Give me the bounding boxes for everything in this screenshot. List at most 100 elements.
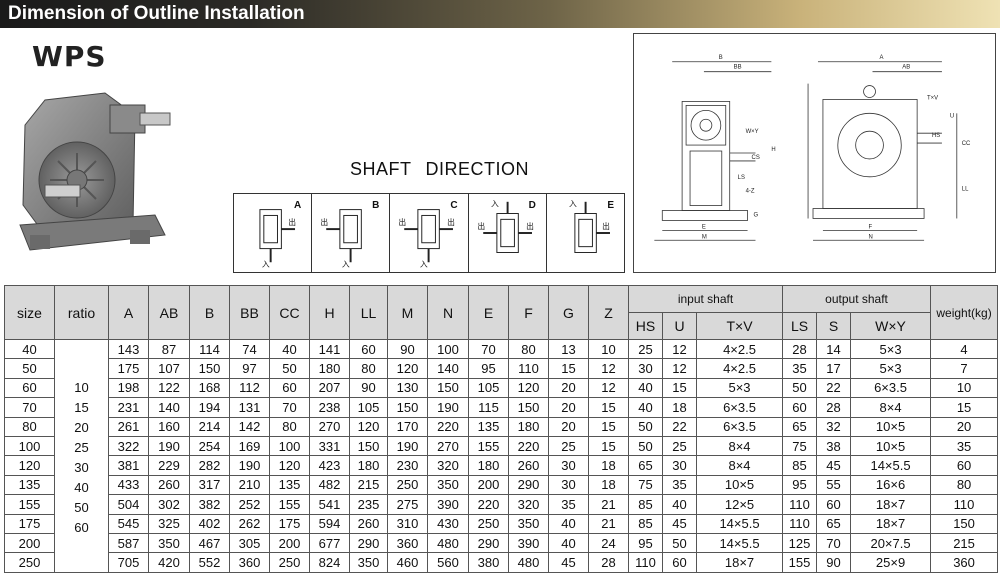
table-cell: 60 <box>782 397 818 418</box>
table-cell: 402 <box>189 513 230 534</box>
table-cell: 45 <box>662 513 697 534</box>
table-cell: 15 <box>588 435 629 457</box>
table-cell: 21 <box>588 513 629 534</box>
table-cell: 65 <box>782 416 818 437</box>
shaft-direction-a: A 出 入 <box>234 194 313 272</box>
table-cell: 360 <box>229 552 270 573</box>
shaft-direction-e: E 入 出 <box>547 194 624 272</box>
table-cell: 430 <box>427 513 469 534</box>
table-cell: 13 <box>548 338 589 360</box>
model-name: WPS <box>32 40 107 73</box>
table-cell: 320 <box>427 455 469 476</box>
table-cell: 70 <box>816 532 852 554</box>
col-TxV: T×V <box>695 312 784 340</box>
col-CC: CC <box>269 285 310 340</box>
table-cell: 40 <box>628 377 663 399</box>
table-cell: 194 <box>189 397 230 418</box>
table-cell: 4×2.5 <box>695 338 784 360</box>
table-cell: 110 <box>782 494 818 515</box>
table-cell: 15 <box>548 358 589 379</box>
table-cell: 80 <box>508 338 549 360</box>
table-cell: 85 <box>628 513 663 534</box>
table-cell: 115 <box>468 397 509 418</box>
ratio-value: 30 <box>74 459 89 475</box>
table-cell: 50 <box>628 416 663 437</box>
table-cell: 317 <box>189 474 230 496</box>
table-cell: 30 <box>548 455 589 476</box>
side-view <box>654 61 772 241</box>
table-cell: 175 <box>108 358 149 379</box>
table-cell: 30 <box>662 455 697 476</box>
out-label: 出 <box>399 217 407 227</box>
table-cell: 270 <box>427 435 469 457</box>
table-cell: 302 <box>148 494 190 515</box>
dim-CC: CC <box>962 141 971 147</box>
table-cell: 110 <box>628 552 663 573</box>
col-U: U <box>662 312 697 340</box>
dim-M: M <box>702 234 707 240</box>
table-cell: 8×4 <box>695 435 784 457</box>
table-cell: 60 <box>269 377 310 399</box>
table-cell: 180 <box>309 358 350 379</box>
table-cell: 25 <box>628 338 663 360</box>
table-cell: 12×5 <box>695 494 784 515</box>
table-cell: 80 <box>349 358 388 379</box>
table-cell: 380 <box>468 552 509 573</box>
table-cell: 10 <box>588 338 629 360</box>
col-M: M <box>387 285 428 340</box>
table-cell: 390 <box>508 532 549 554</box>
table-cell: 155 <box>4 494 55 515</box>
table-cell: 350 <box>427 474 469 496</box>
table-cell: 75 <box>782 435 818 457</box>
table-cell: 12 <box>662 338 697 360</box>
col-ratio: ratio <box>54 285 109 340</box>
col-output-shaft: output shaft <box>782 285 932 313</box>
table-cell: 5×3 <box>850 338 932 360</box>
table-cell: 250 <box>269 552 310 573</box>
table-cell: 824 <box>309 552 350 573</box>
shaft-direction-b: B 出 入 <box>312 194 391 272</box>
col-S: S <box>816 312 852 340</box>
table-cell: 16×6 <box>850 474 932 496</box>
table-cell: 120 <box>387 358 428 379</box>
table-cell: 25 <box>548 435 589 457</box>
table-cell: 8×4 <box>850 397 932 418</box>
table-cell: 170 <box>387 416 428 437</box>
shaft-direction-diagrams: A 出 入 B 出 入 C 出 出 入 <box>233 193 625 273</box>
table-cell: 18 <box>588 455 629 476</box>
table-cell: 74 <box>229 338 270 360</box>
table-cell: 4 <box>930 338 999 360</box>
in-label: 入 <box>262 260 270 269</box>
table-cell: 260 <box>349 513 388 534</box>
col-LL: LL <box>349 285 388 340</box>
col-G: G <box>548 285 589 340</box>
table-cell: 105 <box>349 397 388 418</box>
table-cell: 175 <box>4 513 55 534</box>
table-cell: 100 <box>269 435 310 457</box>
table-cell: 235 <box>349 494 388 515</box>
col-LS: LS <box>782 312 818 340</box>
table-cell: 65 <box>628 455 663 476</box>
table-cell: 95 <box>468 358 509 379</box>
table-cell: 130 <box>387 377 428 399</box>
table-cell: 200 <box>4 532 55 554</box>
table-cell: 8×4 <box>695 455 784 476</box>
table-cell: 210 <box>229 474 270 496</box>
table-cell: 143 <box>108 338 149 360</box>
dim-H: H <box>771 147 775 153</box>
title-bar: Dimension of Outline Installation <box>0 0 1000 28</box>
table-cell: 20 <box>548 416 589 437</box>
table-cell: 40 <box>269 338 310 360</box>
table-cell: 150 <box>349 435 388 457</box>
dim-LL: LL <box>962 187 969 193</box>
table-cell: 110 <box>930 494 999 515</box>
dim-LS: LS <box>738 175 745 181</box>
col-WxY: W×Y <box>850 312 932 340</box>
table-cell: 10×5 <box>695 474 784 496</box>
table-cell: 22 <box>662 416 697 437</box>
table-cell: 6×3.5 <box>695 397 784 418</box>
table-cell: 229 <box>148 455 190 476</box>
